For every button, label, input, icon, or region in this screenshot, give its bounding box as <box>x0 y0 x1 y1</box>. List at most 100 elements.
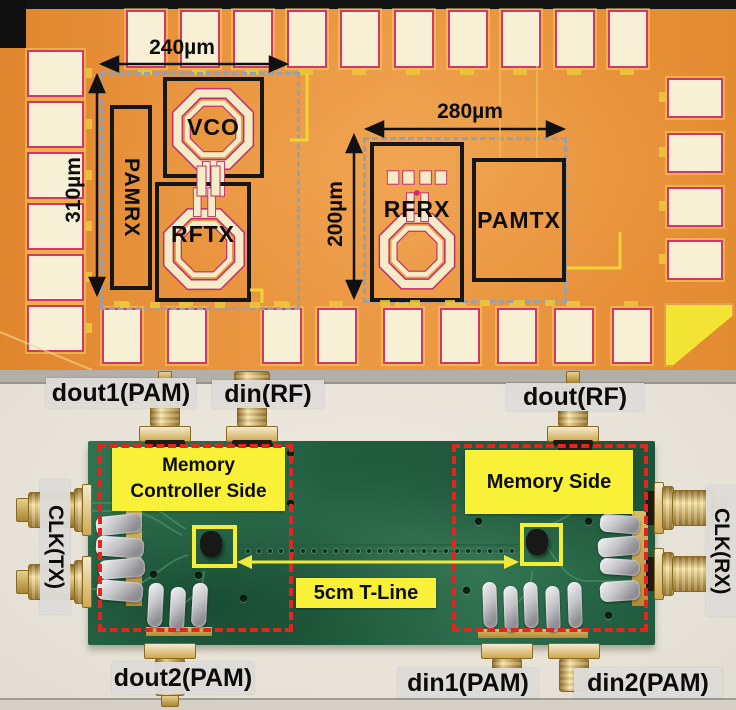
pad-stub <box>86 119 92 129</box>
pad-stub <box>86 272 92 282</box>
via-dot <box>400 549 404 553</box>
mem-chip-blob <box>526 529 548 555</box>
bond-pad <box>167 308 207 364</box>
memory-region-dashed <box>452 444 648 632</box>
mounting-hole <box>195 572 202 579</box>
bond-pad <box>608 10 648 68</box>
pad-stub <box>452 301 466 306</box>
bond-pad <box>667 187 723 227</box>
via-dot <box>411 549 415 553</box>
rftx-block: RFTX <box>155 182 251 302</box>
callout-memory-controller-side: Memory Controller Side <box>112 447 285 511</box>
pad-stub <box>659 92 666 102</box>
bond-pad <box>667 240 723 280</box>
pamtx-block: PAMTX <box>472 158 566 282</box>
pad-stub <box>620 70 634 75</box>
pad-stub <box>395 301 409 306</box>
die-edge-dark-band <box>0 0 736 9</box>
callout-memory-side: Memory Side <box>465 450 633 514</box>
callout-tline-text: 5cm T-Line <box>313 581 419 604</box>
bond-pad <box>27 305 84 352</box>
table-edge-strip <box>0 698 736 710</box>
pcb-board: Memory Controller Side Memory Side 5cm T… <box>88 441 655 645</box>
pad-stub <box>329 301 343 306</box>
label-din1-pam: din1(PAM) <box>398 668 538 698</box>
via-dot <box>268 549 272 553</box>
label-clk-rx: CLK(RX) <box>706 486 736 616</box>
die-micrograph-photo: PAMRX VCO RFTX <box>0 0 736 370</box>
bond-pad <box>612 308 652 364</box>
pad-stub <box>566 301 580 306</box>
pad-stub <box>659 254 666 264</box>
vco-label: VCO <box>187 114 240 140</box>
via-dot <box>356 549 360 553</box>
label-dout1-pam: dout1(PAM) <box>46 378 196 408</box>
bond-pad <box>383 308 423 364</box>
label-clk-tx: CLK(TX) <box>40 480 70 614</box>
callout-mc-line2: Controller Side <box>130 481 267 502</box>
label-dout-rf: dout(RF) <box>506 383 644 411</box>
via-dot <box>444 549 448 553</box>
bond-pad <box>233 10 273 68</box>
test-board-photo: Memory Controller Side Memory Side 5cm T… <box>0 370 736 710</box>
via-dot <box>334 549 338 553</box>
dim-280um-label: 280µm <box>437 100 503 123</box>
via-dot <box>389 549 393 553</box>
bond-pad <box>667 133 723 173</box>
via-dot <box>455 549 459 553</box>
memory-controller-region-dashed <box>98 444 293 632</box>
tx-core-outline-dashed <box>100 72 300 310</box>
bond-pad <box>440 308 480 364</box>
mc-chip-outline <box>192 525 237 568</box>
sma-flange <box>548 643 600 659</box>
bond-pad <box>180 10 220 68</box>
pad-stub <box>567 70 581 75</box>
callout-mc-line1: Memory <box>162 455 235 477</box>
via-dot <box>367 549 371 553</box>
mounting-hole <box>585 518 592 525</box>
via-dot <box>246 549 250 553</box>
mounting-hole <box>463 587 470 594</box>
mounting-hole <box>475 518 482 525</box>
bond-pad <box>497 308 537 364</box>
bond-pad <box>27 254 84 301</box>
sma-flange <box>82 556 92 608</box>
via-dot <box>433 549 437 553</box>
bond-pad <box>27 152 84 199</box>
pamtx-label: PAMTX <box>477 206 561 233</box>
bond-pad <box>317 308 357 364</box>
bond-pad <box>448 10 488 68</box>
via-dot <box>345 549 349 553</box>
pad-stub <box>406 70 420 75</box>
bond-pad <box>102 308 142 364</box>
via-dot <box>510 549 514 553</box>
via-dot <box>301 549 305 553</box>
sma-gasket <box>646 557 656 591</box>
bond-pad <box>262 308 302 364</box>
mounting-hole <box>150 571 157 578</box>
label-din2-pam: din2(PAM) <box>574 668 722 698</box>
rfrx-label: RFRX <box>383 195 451 222</box>
pamrx-label: PAMRX <box>120 157 143 238</box>
pad-stub <box>513 70 527 75</box>
via-dot <box>323 549 327 553</box>
mc-chip-blob <box>200 531 222 557</box>
bond-pad <box>554 308 594 364</box>
sma-tip <box>161 695 179 707</box>
pad-stub <box>659 201 666 211</box>
pad-stub <box>659 147 666 157</box>
mounting-hole <box>605 612 612 619</box>
bond-pad <box>27 203 84 250</box>
mem-chip-outline <box>520 523 563 566</box>
sma-gasket <box>553 440 593 446</box>
bond-pad <box>340 10 380 68</box>
via-dot <box>488 549 492 553</box>
die-corner-metal-triangle <box>664 303 734 367</box>
via-dot <box>257 549 261 553</box>
pad-stub <box>86 221 92 231</box>
vco-block: VCO <box>163 77 264 197</box>
pad-stub <box>86 68 92 78</box>
pad-stub <box>86 170 92 180</box>
bond-pad <box>27 101 84 148</box>
via-dot <box>312 549 316 553</box>
